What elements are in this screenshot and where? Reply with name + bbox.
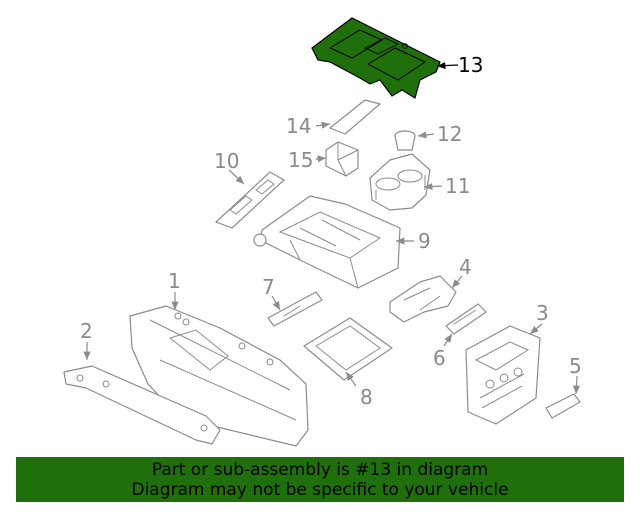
callout-10: 10 [214, 149, 239, 173]
callout-8: 8 [360, 385, 373, 409]
callout-12: 12 [437, 122, 462, 146]
part-10-switch-panel[interactable] [215, 171, 285, 229]
callout-4: 4 [459, 255, 472, 279]
banner-line-2: Diagram may not be specific to your vehi… [131, 480, 509, 500]
callout-3: 3 [536, 301, 549, 325]
part-11-cup-holder[interactable] [369, 153, 431, 211]
callout-14: 14 [286, 114, 311, 138]
callout-13: 13 [458, 53, 483, 77]
banner-line-1: Part or sub-assembly is #13 in diagram [151, 460, 489, 480]
callout-7: 7 [262, 275, 275, 299]
part-5-switch[interactable] [545, 393, 581, 419]
parts-diagram: 13 14 12 15 11 10 9 [63, 17, 582, 447]
part-12-cup-insert[interactable] [394, 130, 416, 151]
callout-11: 11 [445, 174, 470, 198]
part-15-bracket[interactable] [325, 141, 359, 177]
part-14-mat[interactable] [329, 99, 381, 135]
callout-9: 9 [418, 229, 431, 253]
part-9-console-base[interactable] [253, 195, 401, 289]
callout-15: 15 [288, 148, 313, 172]
info-banner: Part or sub-assembly is #13 in diagram D… [16, 457, 624, 502]
part-6-trim-bezel[interactable] [445, 303, 487, 335]
part-13-console-top-panel[interactable] [311, 17, 441, 99]
part-2-mounting-bracket[interactable] [63, 365, 221, 445]
callout-2: 2 [80, 319, 93, 343]
callout-6: 6 [433, 346, 446, 370]
part-3-control-panel[interactable] [465, 325, 541, 425]
callout-1: 1 [168, 269, 181, 293]
part-8-tray[interactable] [303, 317, 393, 381]
part-1-side-panel[interactable] [129, 305, 309, 447]
callout-5: 5 [569, 354, 582, 378]
part-7-trim-strip[interactable] [267, 291, 323, 327]
part-4-bracket[interactable] [389, 275, 457, 323]
